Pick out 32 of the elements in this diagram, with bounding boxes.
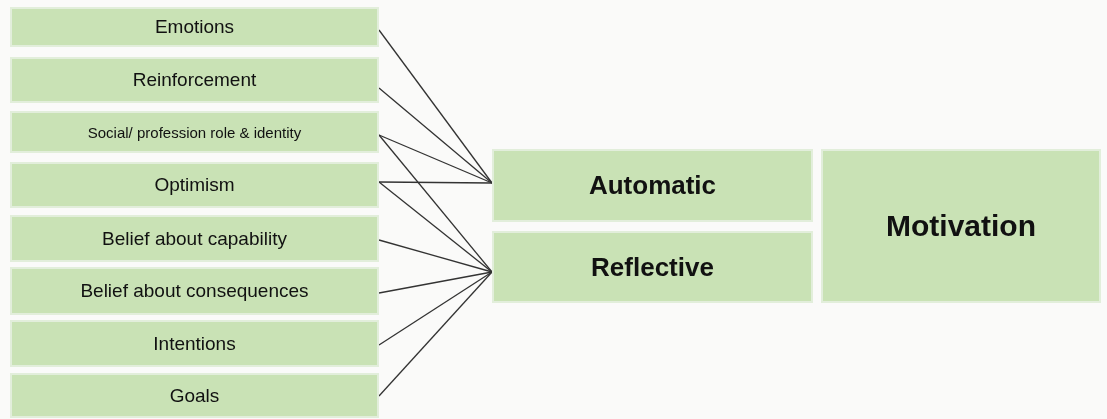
label-box (10, 215, 379, 262)
box-label: Belief about capability (102, 227, 287, 250)
label-box (10, 111, 379, 153)
label-box (492, 231, 813, 303)
label-box (10, 373, 379, 418)
label-box (492, 149, 813, 222)
label-box (10, 7, 379, 47)
box-label: Intentions (153, 332, 236, 355)
connector-line (378, 87, 493, 184)
label-box (10, 320, 379, 367)
box-label: Reinforcement (132, 69, 257, 91)
connector-line (378, 181, 493, 273)
box-label: Motivation (886, 209, 1036, 243)
connector-line (378, 271, 493, 294)
box-label: Social/ profession role & identity (87, 123, 302, 141)
connector-line (378, 181, 493, 184)
box-label: Emotions (154, 16, 235, 38)
box-label: Reflective (591, 251, 714, 283)
connector-line (378, 271, 493, 397)
label-box (10, 162, 379, 208)
connector-line (378, 239, 493, 273)
connector-line (378, 29, 493, 184)
connector-line (378, 134, 493, 273)
box-label: Belief about consequences (80, 280, 309, 302)
connector-line (378, 271, 493, 346)
label-box (10, 57, 379, 103)
box-label: Optimism (154, 174, 235, 196)
box-label: Goals (169, 384, 220, 407)
box-label: Automatic (588, 170, 717, 201)
connector-line (378, 134, 493, 184)
label-box (10, 267, 379, 315)
label-box (821, 149, 1101, 303)
